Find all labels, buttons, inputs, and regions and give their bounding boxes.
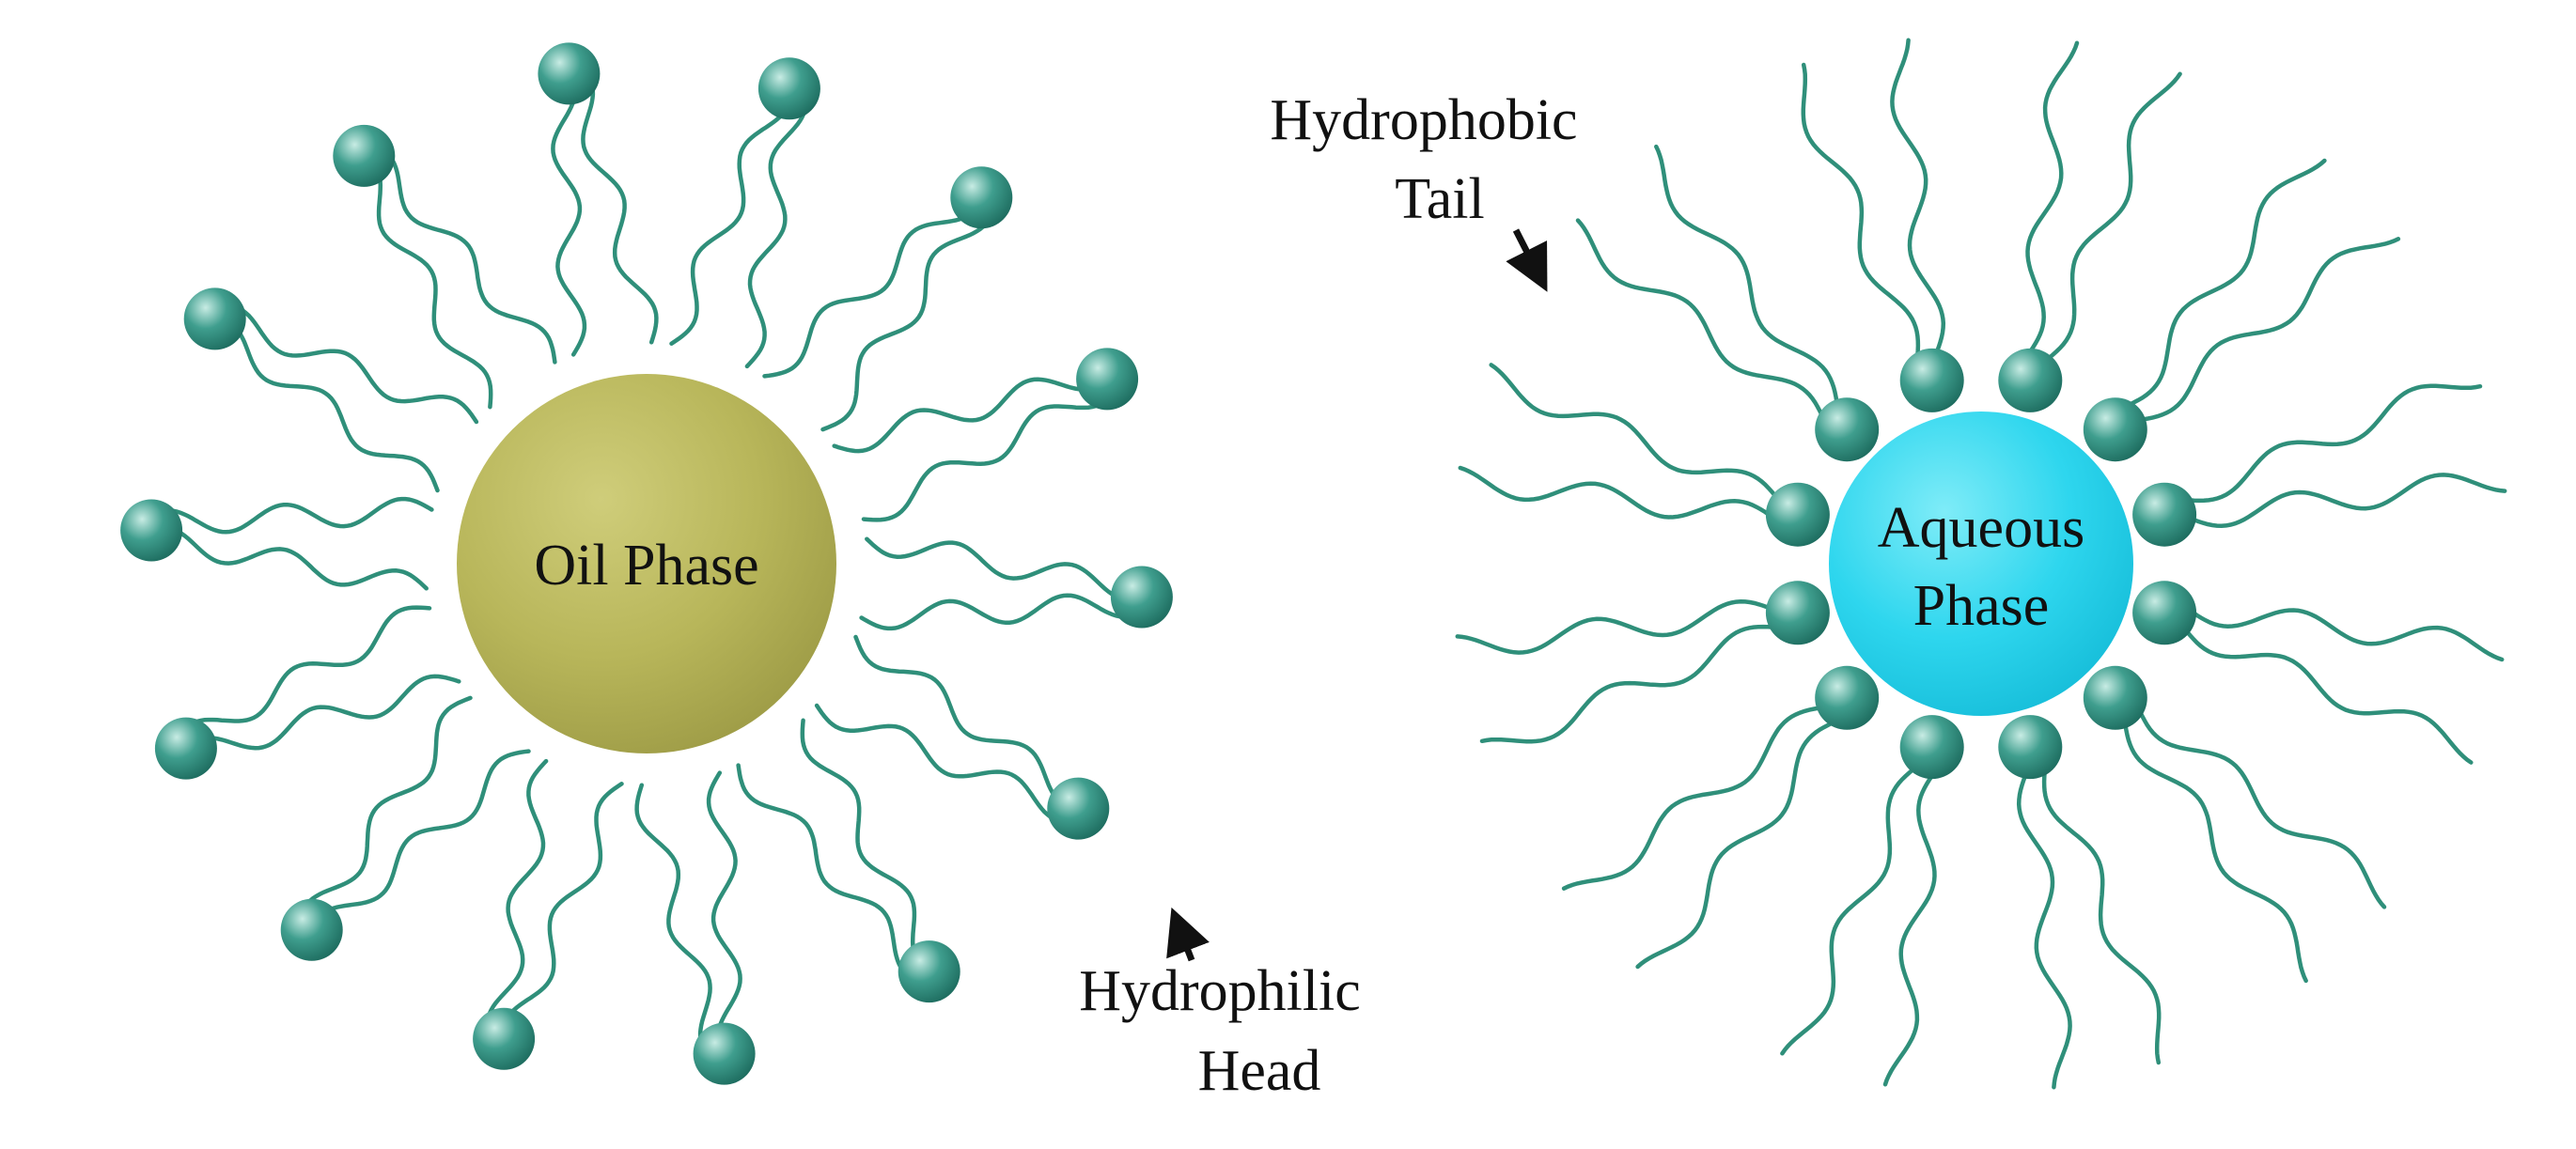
hydrophobic-tail-r0-1: [2181, 625, 2474, 765]
aqueous-label-line1: Aqueous: [1878, 496, 2084, 560]
hydrophilic-head-13: [1076, 348, 1139, 411]
hydrophobic-tail-r6-1: [1489, 363, 1781, 503]
aqueous-label-line2: Phase: [1913, 574, 2050, 638]
hydrophobic-tail-r4-1: [1561, 705, 1827, 891]
hydrophobic-tail-r5-1: [1455, 598, 1776, 655]
hydrophilic-head-r11: [2132, 482, 2197, 547]
hydrophobic-tail-1-0: [853, 634, 1060, 801]
hydrophobic-tail-10-0: [551, 94, 587, 357]
hydrophobic-tail-13-1: [861, 403, 1099, 522]
hydrophilic-head-9: [333, 124, 396, 187]
hydrophobic-tail-0-0: [865, 536, 1121, 600]
hydrophobic-tail-11-1: [744, 112, 806, 369]
hydrophilic-head-r0: [2132, 581, 2197, 645]
hydrophobic-tail-5-0: [323, 749, 531, 914]
hydrophilic-head-2: [898, 940, 960, 1003]
hydrophobic-tail-r6-0: [1458, 465, 1776, 520]
hydrophilic-head-0: [1110, 566, 1173, 629]
hydrophobic-tail-12-1: [820, 224, 986, 432]
hydrophobic-tail-r10-0: [2122, 158, 2327, 410]
hydrophobic-tail-5-1: [307, 695, 473, 904]
hydrophilic-head-annotation: Hydrophilic Head: [1079, 907, 1361, 1103]
hydrophobic-tail-r9-0: [2024, 40, 2080, 359]
hydrophilic-head-7: [120, 499, 183, 562]
hydrophilic-head-8: [183, 287, 246, 350]
hydrophobic-tail-r7-1: [1654, 144, 1840, 410]
hydrophobic-tail-12-0: [762, 213, 970, 379]
hydrophilic-head-11: [757, 57, 820, 120]
hydrophilic-head-r8: [1899, 348, 1964, 412]
hydrophobic-tail-10-1: [581, 88, 659, 345]
oil-surfactant-layer: [120, 42, 1173, 1085]
hydrophobic-label-line1: Hydrophobic: [1270, 88, 1577, 152]
hydrophobic-tail-r1-0: [2135, 705, 2387, 909]
hydrophobic-tail-6-0: [204, 674, 461, 751]
hydrophobic-tail-r8-0: [1801, 62, 1921, 364]
hydrophobic-tail-0-1: [859, 593, 1123, 631]
hydrophobic-tail-r3-0: [1882, 769, 1938, 1087]
hydrophilic-label-line2: Head: [1198, 1039, 1321, 1103]
hydrophobic-tail-r2-0: [2041, 764, 2162, 1065]
hydrophobic-tail-9-1: [390, 158, 557, 365]
hydrophobic-tail-r7-0: [1575, 218, 1827, 423]
hydrophilic-head-5: [280, 898, 343, 961]
hydrophilic-head-r1: [2083, 665, 2147, 730]
hydrophobic-tail-11-0: [669, 109, 788, 346]
hydrophobic-tail-4-0: [506, 782, 624, 1018]
hydrophilic-head-r4: [1815, 665, 1880, 730]
hydrophilic-head-6: [154, 717, 217, 780]
hydrophilic-head-r10: [2083, 397, 2147, 462]
hydrophobic-tail-4-1: [487, 758, 549, 1016]
hydrophilic-head-r7: [1815, 397, 1880, 462]
hydrophobic-tail-r8-1: [1890, 38, 1946, 359]
hydrophobic-tail-2-0: [800, 718, 917, 956]
hydrophobic-tail-r5-0: [1479, 624, 1781, 744]
hydrophobic-tail-8-1: [241, 308, 479, 425]
hydrophobic-tail-r11-0: [2181, 383, 2483, 504]
hydrophobic-label-line2: Tail: [1395, 167, 1485, 231]
hydrophobic-tail-6-1: [195, 605, 432, 724]
hydrophobic-tail-r4-0: [1635, 718, 1840, 970]
hydrophilic-head-r2: [1998, 715, 2063, 780]
hydrophobic-tail-13-0: [832, 377, 1089, 454]
oil-phase-label: Oil Phase: [534, 534, 758, 598]
aqueous-phase-droplet: [1829, 411, 2133, 716]
hydrophilic-head-10: [538, 42, 601, 105]
hydrophilic-head-arrow: [1166, 907, 1210, 962]
aqueous-micelle: Aqueous Phase: [1455, 38, 2507, 1090]
hydrophobic-tail-3-1: [634, 783, 712, 1039]
hydrophilic-head-1: [1047, 777, 1110, 840]
hydrophobic-tail-7-0: [172, 527, 429, 591]
hydrophobic-tail-r10-1: [2135, 237, 2401, 423]
hydrophobic-tail-9-0: [376, 171, 493, 410]
hydrophobic-tail-3-0: [706, 770, 742, 1033]
hydrophobic-tail-arrow: [1506, 228, 1548, 292]
hydrophobic-tail-r2-1: [2016, 769, 2072, 1090]
aqueous-surfactant-layer: [1455, 38, 2507, 1090]
hydrophobic-tail-8-0: [233, 326, 440, 493]
hydrophobic-tail-r9-1: [2042, 71, 2182, 364]
hydrophilic-head-r9: [1998, 348, 2063, 412]
hydrophilic-head-r5: [1765, 581, 1830, 645]
hydrophilic-head-3: [693, 1022, 756, 1085]
hydrophilic-head-r3: [1899, 715, 1964, 780]
hydrophobic-tail-1-1: [814, 703, 1053, 819]
hydrophilic-head-r6: [1765, 482, 1830, 547]
oil-phase-droplet: [457, 374, 836, 753]
hydrophobic-tail-r11-1: [2186, 473, 2507, 529]
hydrophilic-label-line1: Hydrophilic: [1079, 959, 1361, 1023]
hydrophobic-tail-r3-1: [1780, 764, 1920, 1056]
hydrophobic-tail-annotation: Hydrophobic Tail: [1270, 88, 1578, 292]
oil-micelle: Oil Phase: [120, 42, 1173, 1085]
hydrophobic-tail-r0-0: [2186, 607, 2505, 662]
hydrophobic-tail-7-1: [170, 496, 434, 535]
hydrophilic-head-4: [473, 1007, 536, 1070]
hydrophobic-tail-r1-1: [2122, 718, 2308, 984]
hydrophilic-head-12: [950, 166, 1013, 229]
hydrophobic-tail-2-1: [736, 763, 903, 970]
